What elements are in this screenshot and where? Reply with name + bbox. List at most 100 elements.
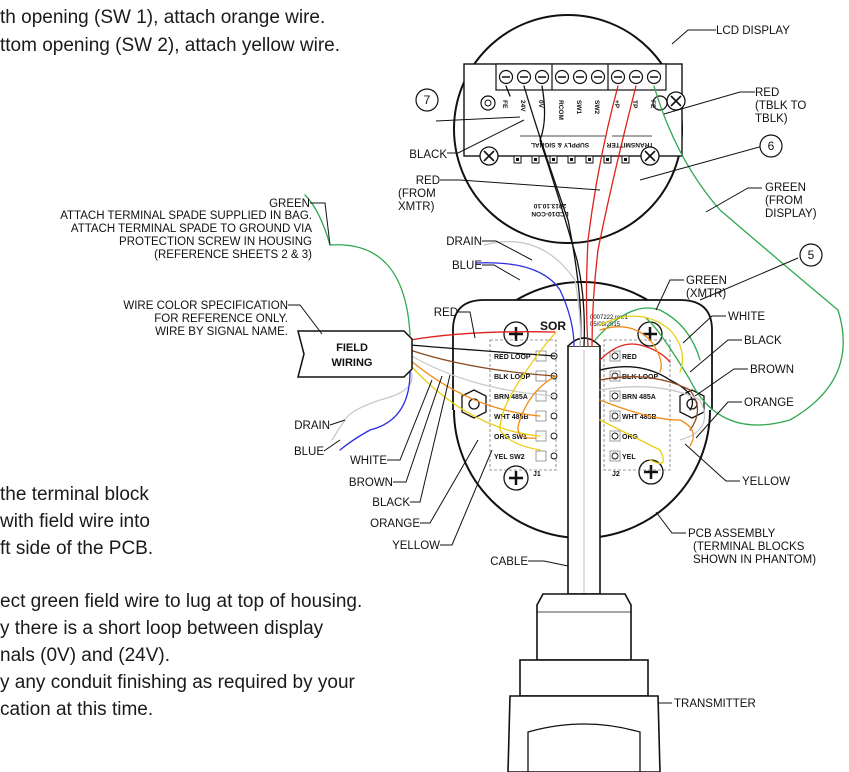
- label-brown-right: BROWN: [750, 364, 794, 376]
- right-terminal-label-4: WHT 485B: [622, 414, 657, 421]
- left-terminal-label-4: WHT 485B: [494, 414, 529, 421]
- diagram-labels: LCD DISPLAY RED (TBLK TO TBLK) BLACK RED…: [60, 25, 817, 710]
- label-green-xmtr-2: (XMTR): [686, 288, 726, 300]
- left-terminal-block: RED LOOP BLK LOOP BRN 485A WHT 485B ORG SW1Y…: [494, 350, 558, 462]
- left-terminal-label-6: YEL SW2: [494, 454, 525, 461]
- label-black-top: BLACK: [409, 149, 447, 161]
- lcd-code-1: LCD10-CON: [531, 210, 569, 217]
- label-green-xmtr-1: GREEN: [686, 275, 727, 287]
- wire-spec-2: FOR REFERENCE ONLY.: [154, 313, 288, 325]
- pcb-code-2: 05/03/2015: [590, 322, 621, 328]
- lcd-transmitter-label: TRANSMITTER: [606, 141, 653, 148]
- field-wiring-label-1: FIELD: [336, 342, 368, 354]
- label-black-right: BLACK: [744, 335, 782, 347]
- right-terminal-label-6: YEL: [622, 454, 636, 461]
- lcd-term-pp: +P: [613, 100, 620, 109]
- label-transmitter: TRANSMITTER: [674, 698, 756, 710]
- lcd-term-tp: TP: [631, 100, 638, 109]
- label-red-tblk-3: TBLK): [755, 113, 788, 125]
- lcd-display: FE 24V 0V RCOM SW1 SW2 +P TP FE SUPPLY &…: [453, 14, 686, 244]
- right-terminal-label-3: BRN 485A: [622, 394, 656, 401]
- label-white-bottom: WHITE: [350, 455, 387, 467]
- instruction-line-10: cation at this time.: [0, 699, 154, 720]
- field-wiring-label-2: WIRING: [332, 357, 373, 369]
- right-terminal-label-5: ORG: [622, 434, 639, 441]
- label-blue-bottom: BLUE: [294, 446, 324, 458]
- ground-note-2: ATTACH TERMINAL SPADE TO GROUND VIA: [71, 223, 312, 235]
- label-red-from-xmtr-3: XMTR): [398, 201, 435, 213]
- callout-7: 7: [424, 93, 431, 107]
- instruction-line-1: th opening (SW 1), attach orange wire.: [0, 7, 326, 28]
- label-yellow-bottom: YELLOW: [392, 540, 440, 552]
- left-terminal-label-1: RED LOOP: [494, 354, 531, 361]
- label-red-from-xmtr-2: (FROM: [398, 188, 436, 200]
- wire-spec-3: WIRE BY SIGNAL NAME.: [155, 326, 288, 338]
- right-terminal-label-1: RED: [622, 354, 637, 361]
- label-yellow-right: YELLOW: [742, 476, 790, 488]
- label-cable: CABLE: [490, 556, 528, 568]
- right-terminal-6: YEL: [609, 450, 636, 462]
- instruction-line-5: ft side of the PCB.: [0, 538, 154, 559]
- wires: [304, 85, 844, 464]
- instruction-line-7: y there is a short loop between display: [0, 618, 324, 639]
- label-pcb-3: SHOWN IN PHANTOM): [693, 554, 816, 566]
- label-orange-bottom: ORANGE: [370, 518, 420, 530]
- instruction-line-6: ect green field wire to lug at top of ho…: [0, 591, 363, 612]
- instruction-line-8: nals (0V) and (24V).: [0, 645, 171, 666]
- leader-lines: [288, 29, 799, 704]
- instruction-line-3: the terminal block: [0, 484, 149, 505]
- cable-transmitter: [507, 337, 661, 772]
- label-orange-right: ORANGE: [744, 397, 794, 409]
- label-drain-top: DRAIN: [446, 236, 482, 248]
- ground-note-3: PROTECTION SCREW IN HOUSING: [119, 236, 312, 248]
- lcd-term-fe: FE: [501, 100, 508, 109]
- wire-spec-1: WIRE COLOR SPECIFICATION: [123, 300, 288, 312]
- label-blue-top: BLUE: [452, 260, 482, 272]
- callouts: 7 6 5: [415, 88, 823, 267]
- label-drain-bottom: DRAIN: [294, 420, 330, 432]
- label-green-from-display-3: DISPLAY): [765, 208, 817, 220]
- label-red-tblk-1: RED: [755, 87, 779, 99]
- lcd-term-fe2: FE: [649, 100, 656, 109]
- right-terminal-5: ORG: [609, 430, 639, 442]
- left-terminal-label-2: BLK LOOP: [494, 374, 530, 381]
- lcd-term-rcom: RCOM: [557, 100, 564, 120]
- sor-logo: SOR: [540, 319, 566, 333]
- label-pcb-2: (TERMINAL BLOCKS: [693, 541, 805, 553]
- right-terminal-4: WHT 485B: [609, 410, 657, 422]
- instruction-line-9: y any conduit finishing as required by y…: [0, 672, 355, 693]
- ground-note-1: ATTACH TERMINAL SPADE SUPPLIED IN BAG.: [60, 210, 312, 222]
- label-green-ground: GREEN: [269, 198, 310, 210]
- j1-label: J1: [533, 471, 541, 478]
- callout-6: 6: [768, 139, 775, 153]
- callout-5: 5: [808, 248, 815, 262]
- label-green-from-display-1: GREEN: [765, 182, 806, 194]
- pcb-code-1: 0007222.rev.1: [590, 315, 629, 321]
- lcd-term-sw1: SW1: [575, 100, 582, 114]
- lcd-term-0v: 0V: [537, 100, 544, 109]
- instruction-line-2: ttom opening (SW 2), attach yellow wire.: [0, 35, 341, 56]
- label-green-from-display-2: (FROM: [765, 195, 803, 207]
- label-brown-bottom: BROWN: [349, 477, 393, 489]
- right-terminal-3: BRN 485A: [609, 390, 656, 402]
- j2-label: J2: [612, 471, 620, 478]
- left-terminal-label-5: ORG SW1: [494, 434, 527, 441]
- label-pcb-1: PCB ASSEMBLY: [688, 528, 776, 540]
- lcd-term-24v: 24V: [519, 100, 526, 112]
- left-terminal-label-3: BRN 485A: [494, 394, 528, 401]
- label-red-from-xmtr-1: RED: [416, 175, 440, 187]
- lcd-term-sw2: SW2: [593, 100, 600, 114]
- lcd-supply-label: SUPPLY & SIGNAL: [531, 141, 589, 148]
- lcd-code-2: 2013.10.10: [533, 202, 566, 209]
- right-terminal-1: RED: [609, 350, 637, 362]
- label-white-right: WHITE: [728, 311, 765, 323]
- label-black-bottom: BLACK: [372, 497, 410, 509]
- ground-note-4: (REFERENCE SHEETS 2 & 3): [154, 249, 312, 261]
- instruction-line-4: with field wire into: [0, 511, 150, 532]
- field-wiring-tag: FIELD WIRING: [297, 330, 413, 378]
- label-lcd-display: LCD DISPLAY: [716, 25, 790, 37]
- label-red-left: RED: [434, 307, 458, 319]
- label-red-tblk-2: (TBLK TO: [755, 100, 806, 112]
